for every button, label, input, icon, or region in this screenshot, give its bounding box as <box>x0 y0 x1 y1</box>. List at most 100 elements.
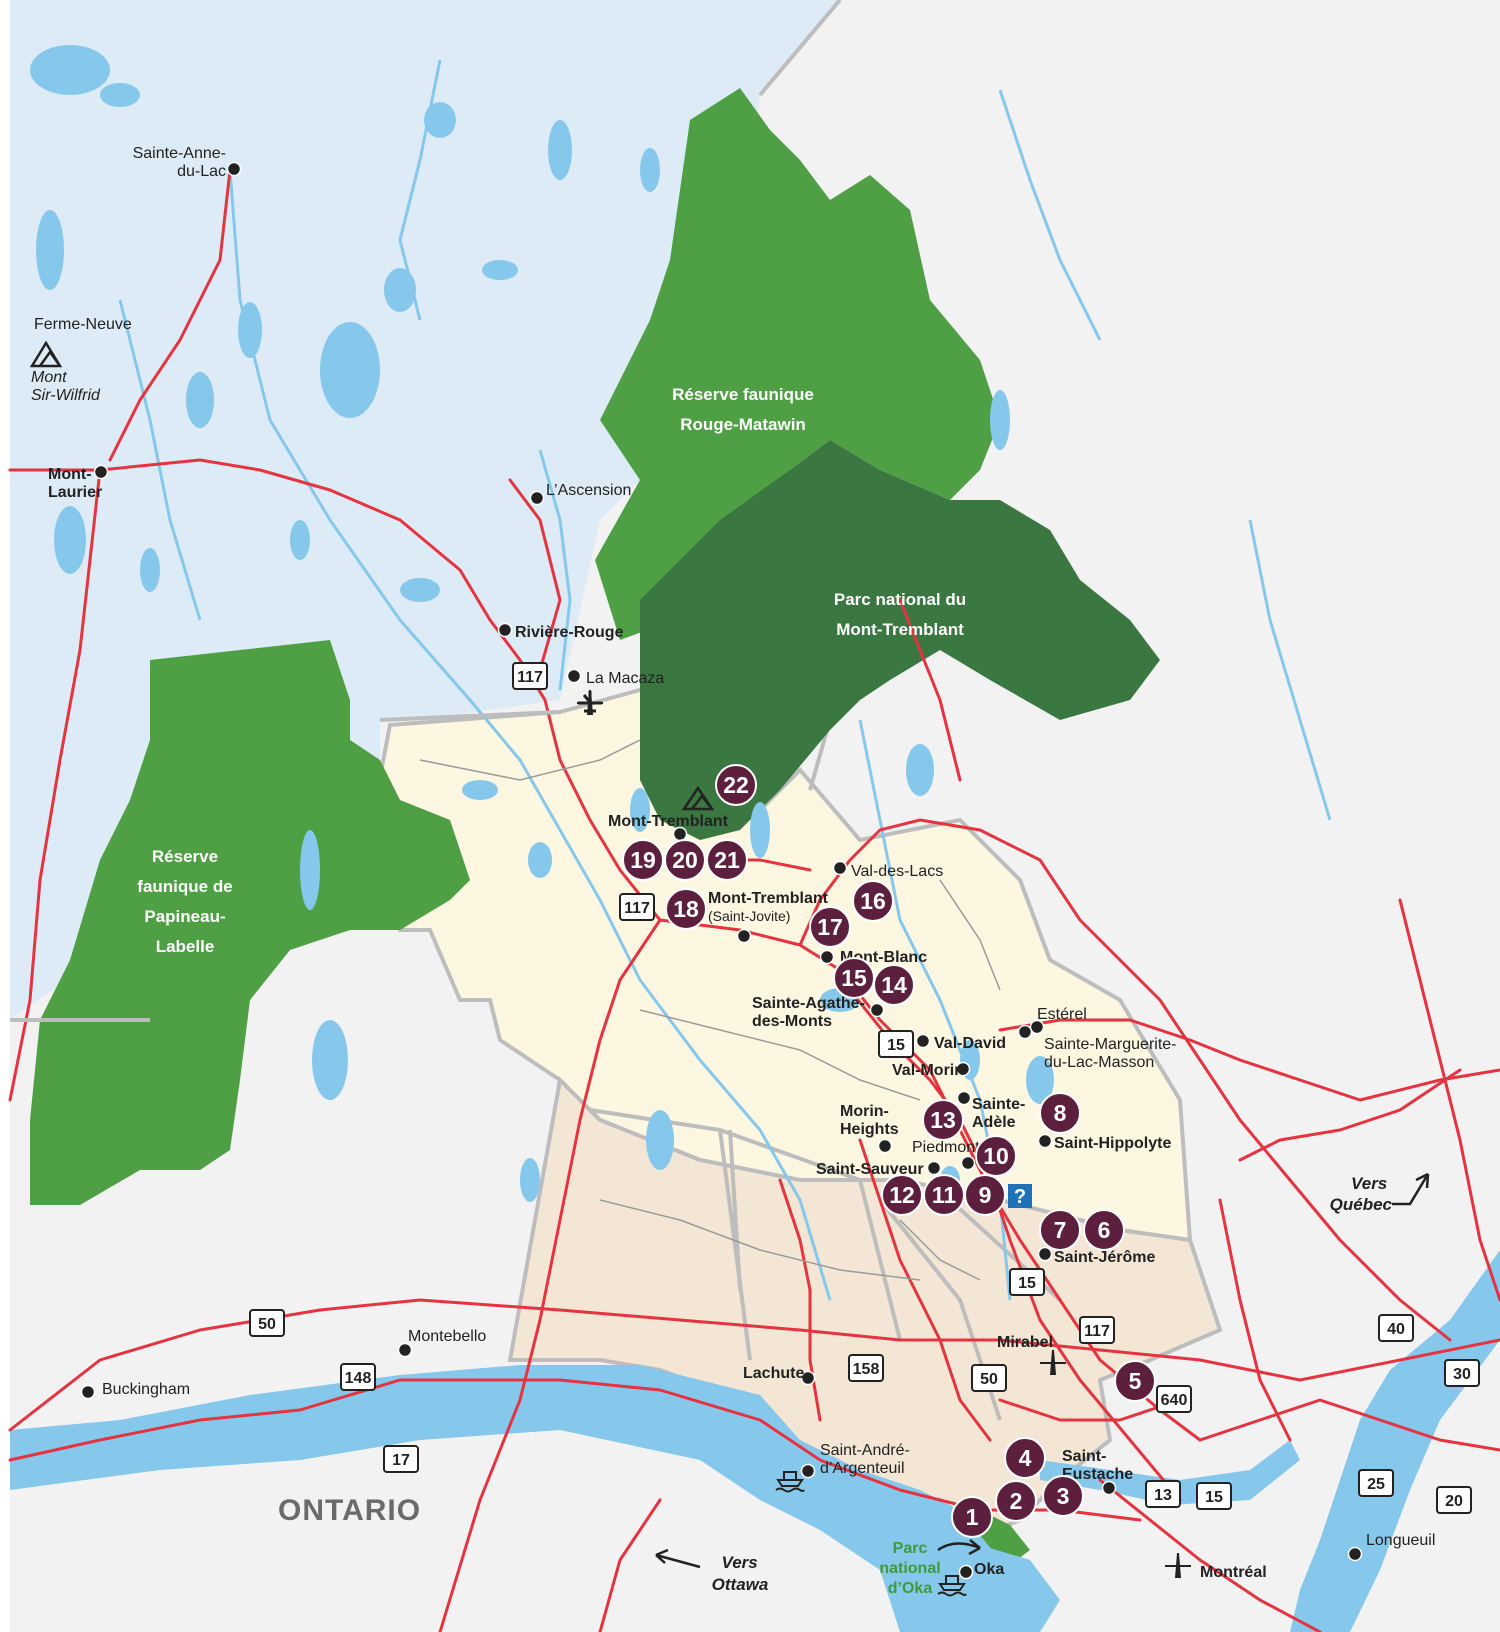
town-dot <box>397 1342 413 1358</box>
highway-shield-15: 15 <box>1009 1268 1045 1296</box>
attraction-marker-14[interactable]: 14 <box>873 964 915 1006</box>
route-road <box>798 818 1452 1342</box>
town-piedmont: Piedmont <box>912 1139 980 1171</box>
lake <box>100 83 140 107</box>
town-dot <box>736 928 752 944</box>
lake <box>482 260 518 280</box>
mountain-label-sir-wilfrid: Mont Sir-Wilfrid <box>31 369 101 404</box>
svg-text:15: 15 <box>1018 1275 1036 1292</box>
svg-text:117: 117 <box>624 900 650 917</box>
attraction-marker-4[interactable]: 4 <box>1004 1437 1046 1479</box>
local-road <box>639 1009 921 1101</box>
svg-text:11: 11 <box>932 1182 957 1208</box>
attraction-marker-2[interactable]: 2 <box>995 1480 1037 1522</box>
town-label: Val-David <box>934 1035 1006 1052</box>
attraction-marker-6[interactable]: 6 <box>1083 1209 1125 1251</box>
route-road <box>898 598 962 782</box>
svg-text:30: 30 <box>1453 1366 1471 1383</box>
lake <box>1026 1056 1054 1104</box>
svg-text:19: 19 <box>630 847 656 873</box>
svg-text:18: 18 <box>673 896 699 922</box>
attraction-marker-5[interactable]: 5 <box>1114 1360 1156 1402</box>
attraction-marker-17[interactable]: 17 <box>809 906 851 948</box>
ferry-icon <box>937 1575 967 1597</box>
town-dot <box>958 1564 974 1580</box>
mont-tremblant-park <box>640 440 1160 840</box>
attraction-marker-20[interactable]: 20 <box>664 839 706 881</box>
attraction-marker-9[interactable]: 9 <box>964 1174 1006 1216</box>
town-label: Morin-Heights <box>840 1103 899 1138</box>
attraction-marker-8[interactable]: 8 <box>1039 1092 1081 1134</box>
town-label: Estérel <box>1037 1006 1087 1023</box>
town-mont-tremblant: Mont-Tremblant <box>608 813 729 842</box>
airport-icon <box>1040 1350 1066 1375</box>
attraction-marker-13[interactable]: 13 <box>922 1099 964 1141</box>
attraction-marker-7[interactable]: 7 <box>1039 1209 1081 1251</box>
town-sainte-marguerite: Sainte-Marguerite-du-Lac-Masson <box>1017 1024 1177 1071</box>
town-lachute: Lachute <box>743 1365 816 1386</box>
attraction-marker-1[interactable]: 1 <box>951 1496 993 1538</box>
highway-shield-158: 158 <box>848 1354 884 1382</box>
river <box>228 169 832 1301</box>
region-ontario: ONTARIO <box>278 1494 421 1527</box>
town-dot <box>955 1061 971 1077</box>
arrow-icon <box>1392 1173 1430 1206</box>
lake <box>384 268 416 312</box>
attraction-marker-18[interactable]: 18 <box>665 888 707 930</box>
town-label: Piedmont <box>912 1139 980 1156</box>
svg-text:1: 1 <box>966 1504 979 1530</box>
town-val-des-lacs: Val-des-Lacs <box>832 860 943 880</box>
svg-text:50: 50 <box>980 1371 998 1388</box>
svg-text:9: 9 <box>979 1182 992 1208</box>
svg-text:14: 14 <box>881 972 907 998</box>
town-dot <box>1029 1019 1045 1035</box>
svg-text:640: 640 <box>1161 1392 1188 1409</box>
lake <box>462 780 498 800</box>
town-label: Sainte-Anne-du-Lac <box>133 145 226 180</box>
town-dot <box>1037 1246 1053 1262</box>
attraction-marker-16[interactable]: 16 <box>852 880 894 922</box>
svg-text:15: 15 <box>841 965 867 991</box>
highway-shield-148: 148 <box>340 1363 376 1391</box>
airport-icon <box>1165 1553 1191 1578</box>
lake <box>640 148 660 192</box>
town-dot <box>93 464 109 480</box>
highway-shield-117: 117 <box>619 893 655 921</box>
information-icon: ? <box>1008 1184 1032 1208</box>
attraction-marker-3[interactable]: 3 <box>1042 1475 1084 1517</box>
lake <box>36 210 64 290</box>
attraction-marker-12[interactable]: 12 <box>881 1174 923 1216</box>
town-label: Longueuil <box>1366 1532 1435 1549</box>
attraction-marker-15[interactable]: 15 <box>833 957 875 999</box>
attraction-marker-21[interactable]: 21 <box>706 839 748 881</box>
town-saint-jerome: Saint-Jérôme <box>1037 1246 1155 1266</box>
lake <box>54 506 86 574</box>
town-label: Val-Morin <box>892 1062 964 1079</box>
attraction-marker-11[interactable]: 11 <box>923 1174 965 1216</box>
town-dot <box>1101 1480 1117 1496</box>
attraction-marker-10[interactable]: 10 <box>975 1135 1017 1177</box>
svg-text:158: 158 <box>853 1361 880 1378</box>
town-label: Oka <box>974 1561 1004 1578</box>
lake <box>548 120 572 180</box>
attraction-marker-19[interactable]: 19 <box>622 839 664 881</box>
highway-shield-117: 117 <box>512 662 548 690</box>
route-road <box>1198 1398 1500 1452</box>
svg-text:13: 13 <box>1154 1487 1172 1504</box>
arrow-icon <box>1415 1172 1430 1189</box>
lake <box>646 1110 674 1170</box>
attraction-marker-22[interactable]: 22 <box>715 764 757 806</box>
route-road <box>998 1018 1500 1102</box>
town-label: Val-des-Lacs <box>851 863 943 880</box>
town-la-macaza: La Macaza <box>566 668 664 687</box>
svg-text:21: 21 <box>714 847 740 873</box>
town-val-david: Val-David <box>915 1033 1006 1052</box>
town-label: Sainte-Marguerite-du-Lac-Masson <box>1044 1036 1177 1071</box>
town-dot <box>566 668 582 684</box>
town-sainte-agathe-des-monts: Sainte-Agathe-des-Monts <box>752 995 885 1030</box>
town-ferme-neuve: Ferme-Neuve <box>34 316 132 333</box>
lake <box>140 548 160 592</box>
lake <box>630 788 650 832</box>
